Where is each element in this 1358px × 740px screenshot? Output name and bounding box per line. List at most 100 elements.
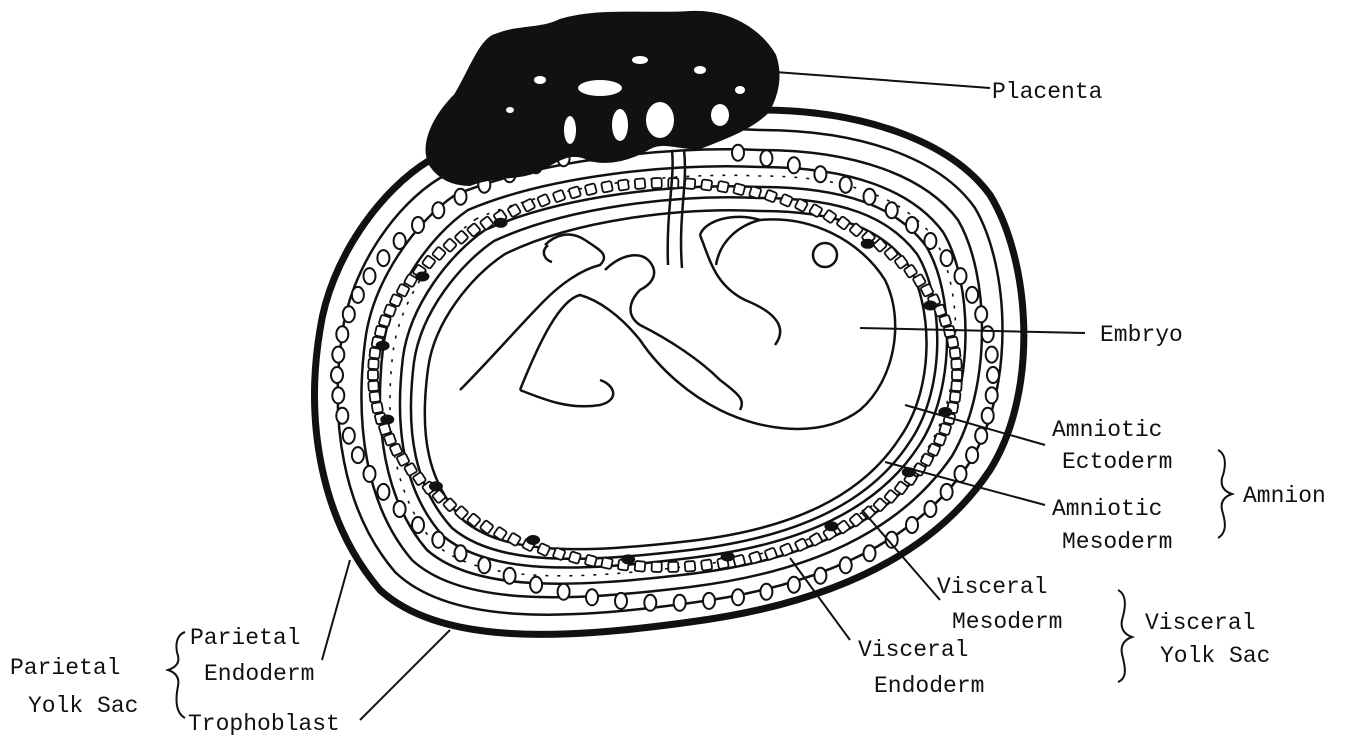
label-amniotic-mesoderm-2: Mesoderm	[1062, 529, 1172, 555]
wall-bump	[906, 517, 918, 533]
wall-bump	[840, 177, 852, 193]
yolk-cell	[652, 178, 662, 188]
yolk-cell	[537, 194, 550, 207]
wall-bump	[644, 595, 656, 611]
nucleus	[526, 535, 540, 545]
wall-bump	[332, 347, 344, 363]
wall-bump	[966, 287, 978, 303]
yolk-cell	[618, 179, 629, 190]
wall-bump	[864, 189, 876, 205]
wall-bump	[504, 568, 516, 584]
yolk-cell	[553, 547, 566, 560]
yolk-cell	[368, 381, 379, 392]
nucleus	[824, 521, 838, 531]
yolk-cell	[939, 315, 951, 327]
wall-bump	[586, 589, 598, 605]
yolk-cell	[379, 423, 391, 435]
yolk-cell	[601, 181, 613, 193]
yolk-cell	[368, 370, 378, 380]
wall-bump	[331, 367, 343, 383]
yolk-cell	[454, 506, 468, 520]
yolk-cell	[443, 238, 457, 252]
wall-bump	[530, 577, 542, 593]
yolk-cell	[422, 255, 436, 269]
wall-bump	[924, 233, 936, 249]
wall-bump	[343, 428, 355, 444]
wall-bump	[975, 428, 987, 444]
label-parietal-endoderm-2: Endoderm	[204, 661, 314, 687]
wall-bump	[352, 447, 364, 463]
yolk-cell	[701, 559, 712, 570]
yolk-cell	[369, 391, 380, 402]
wall-bump	[558, 584, 570, 600]
embryo-eye	[813, 243, 837, 267]
yolk-cell	[601, 557, 613, 569]
yolk-cell	[951, 359, 962, 370]
wall-bump	[986, 347, 998, 363]
wall-bump	[966, 447, 978, 463]
label-placenta: Placenta	[992, 79, 1103, 105]
yolk-cell	[943, 325, 955, 337]
yolk-cell	[733, 555, 745, 567]
amnion-brace	[1218, 450, 1232, 538]
yolk-cell	[701, 179, 712, 190]
yolk-cell	[849, 513, 863, 527]
cell-row	[368, 178, 962, 572]
embryo-limb-hand	[605, 255, 742, 410]
yolk-cell	[780, 194, 793, 207]
wall-bump	[674, 595, 686, 611]
yolk-cell	[780, 543, 793, 556]
wall-bump	[352, 287, 364, 303]
wall-bump	[864, 545, 876, 561]
wall-bump	[955, 268, 967, 284]
yolk-cell	[764, 547, 777, 560]
wall-bump	[982, 326, 994, 342]
yolk-cell	[952, 370, 962, 380]
yolk-cell	[685, 178, 696, 189]
yolk-cell	[823, 210, 837, 224]
label-visceral-mesoderm-2: Mesoderm	[952, 609, 1062, 635]
yolk-cell	[375, 325, 387, 337]
nucleus	[494, 218, 508, 228]
wall-bump	[336, 326, 348, 342]
yolk-cell	[685, 561, 696, 572]
wall-bump	[394, 501, 406, 517]
wall-bump	[615, 593, 627, 609]
nucleus	[415, 272, 429, 282]
wall-bump	[732, 589, 744, 605]
wall-bump	[941, 484, 953, 500]
label-amnion: Amnion	[1243, 483, 1326, 509]
yolk-cell	[947, 337, 959, 349]
label-visceral-endoderm-2: Endoderm	[874, 673, 984, 699]
wall-bump	[814, 568, 826, 584]
embryo-limb-upper	[460, 235, 604, 390]
wall-bump	[982, 408, 994, 424]
wall-bump	[364, 268, 376, 284]
yolk-cell	[553, 190, 566, 203]
yolk-cell	[568, 186, 581, 199]
label-amniotic-ectoderm-1: Amniotic	[1052, 417, 1162, 443]
wall-bump	[788, 157, 800, 173]
wall-bump	[478, 557, 490, 573]
label-amniotic-mesoderm-1: Amniotic	[1052, 496, 1162, 522]
label-visceral-yolk-sac-1: Visceral	[1145, 610, 1255, 636]
wall-bump	[987, 367, 999, 383]
label-amniotic-ectoderm-2: Ectoderm	[1062, 449, 1172, 475]
nucleus	[380, 415, 394, 425]
wall-bump	[455, 545, 467, 561]
yolk-cell	[372, 402, 384, 414]
yolk-cell	[764, 190, 777, 203]
label-embryo: Embryo	[1100, 322, 1183, 348]
embryo-body	[520, 217, 895, 429]
wall-bump	[394, 233, 406, 249]
wall-bump	[336, 408, 348, 424]
wall-bump	[377, 484, 389, 500]
wall-bump	[343, 306, 355, 322]
nucleus	[376, 341, 390, 351]
visceral-yolk-sac-brace	[1118, 590, 1132, 682]
yolk-cell	[884, 489, 898, 503]
label-visceral-endoderm-1: Visceral	[858, 637, 968, 663]
parietal-yolk-sac-brace	[168, 632, 185, 718]
